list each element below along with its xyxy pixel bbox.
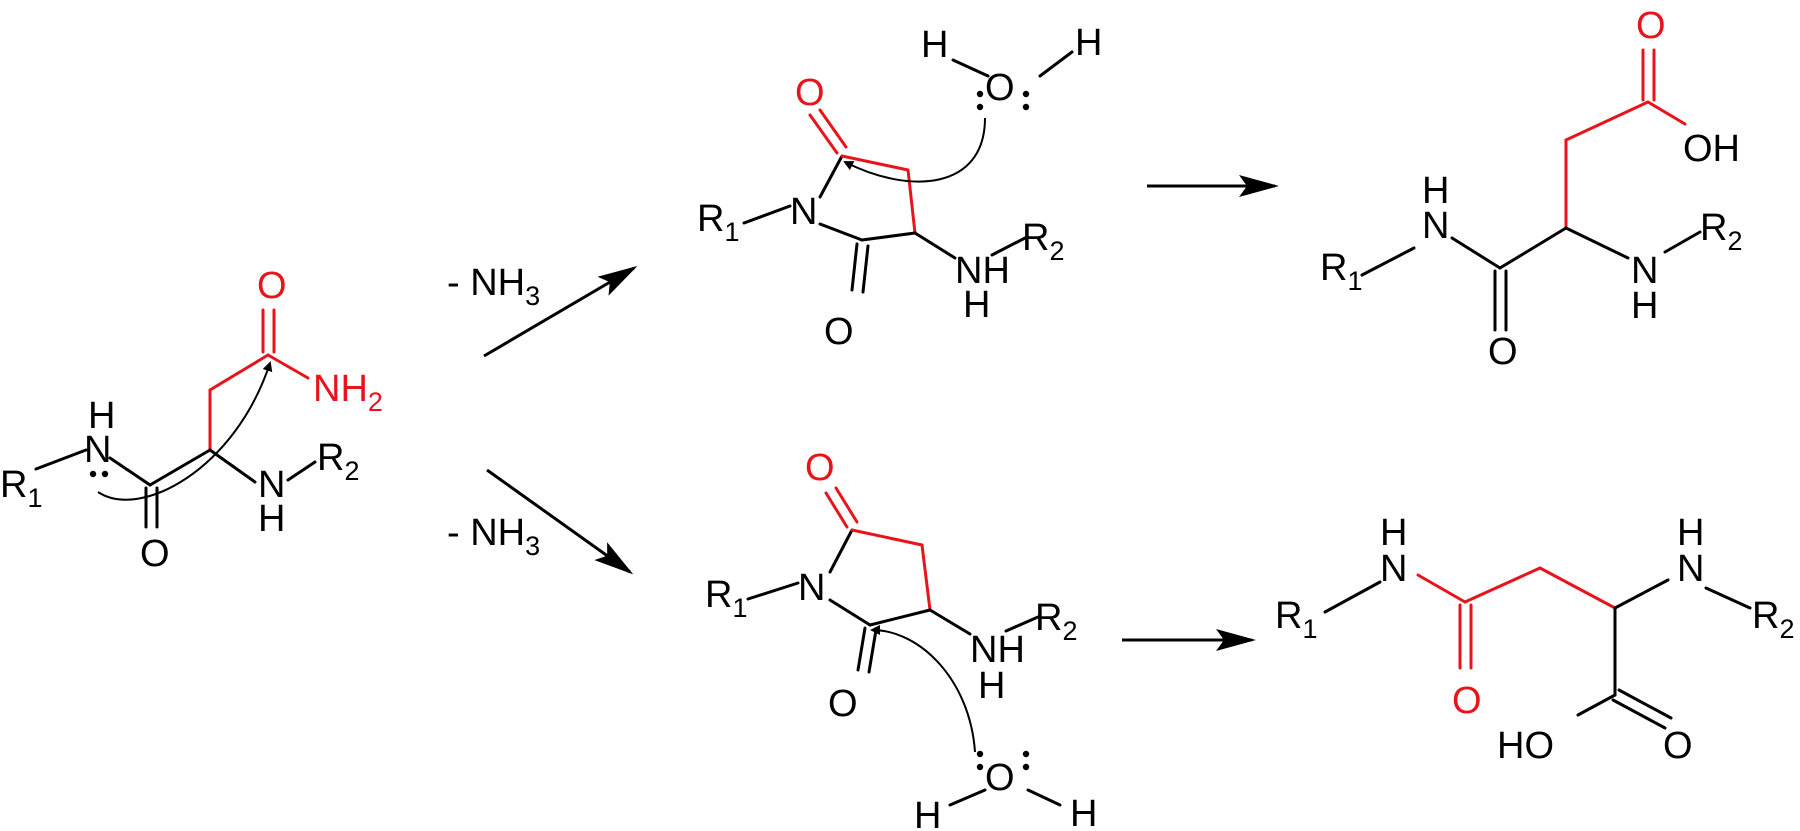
amide-n-label: N	[84, 429, 111, 471]
r1-label: R1	[705, 574, 747, 623]
sidechain-nh2-label: NH2	[313, 368, 383, 417]
acid-ho-label: HO	[1497, 725, 1554, 767]
succinimide-intermediate-bottom: R1 N O O NH H R2 O H H	[705, 447, 1097, 831]
ammonia-loss-bottom: - NH3	[447, 512, 540, 561]
water-o-label: O	[985, 67, 1015, 109]
r2-label: R2	[317, 437, 359, 486]
imide-o-top-label: O	[795, 72, 825, 114]
r2-label: R2	[1035, 597, 1077, 646]
r2-label: R2	[1752, 595, 1794, 644]
carbonyl-o-label: O	[1488, 331, 1518, 373]
r1-label: R1	[0, 464, 42, 513]
curly-arrow-hydrolysis-top	[843, 117, 986, 183]
succinimide-intermediate-top: R1 N O O NH H R2 H H O	[697, 22, 1102, 353]
imide-n-label: N	[790, 191, 817, 233]
water-h-left-label: H	[921, 24, 948, 66]
reaction-step-1: - NH3 - NH3	[447, 175, 1279, 651]
reaction-arrow-up	[483, 265, 638, 358]
water-o-label: O	[985, 757, 1015, 799]
imide-o-bottom-label: O	[824, 311, 854, 353]
alpha-h-label: H	[258, 498, 285, 540]
curly-arrow-cyclization	[97, 361, 273, 501]
imide-o-bottom-label: O	[828, 683, 858, 725]
amine-h-label: H	[978, 665, 1005, 707]
amine-n-label: NH	[955, 250, 1010, 292]
starting-material: R1 H N O O NH2 N H R2	[0, 265, 383, 575]
amine-n-label: NH	[970, 629, 1025, 671]
r1-label: R1	[1320, 247, 1362, 296]
acid-o-label: O	[1663, 725, 1693, 767]
amide-h-label: H	[88, 395, 115, 437]
amide-h-label: H	[1380, 512, 1407, 554]
water-h-right-label: H	[1070, 793, 1097, 831]
amide-n-label: N	[1380, 548, 1407, 590]
reaction-arrow-down	[486, 468, 634, 575]
imide-o-top-label: O	[805, 447, 835, 489]
imide-n-label: N	[798, 567, 825, 609]
r1-label: R1	[697, 198, 739, 247]
curly-arrow-hydrolysis-bottom	[870, 625, 976, 753]
aspartate-product: R1 H N O H N R2 HO O	[1275, 512, 1794, 767]
ammonia-loss-top: - NH3	[447, 262, 540, 311]
alpha-n-label: N	[1631, 250, 1658, 292]
amide-h-label: H	[1422, 170, 1449, 212]
sidechain-o-label: O	[257, 265, 287, 307]
water-h-left-label: H	[914, 795, 941, 831]
alpha-h-label: H	[1677, 512, 1704, 554]
amide-o-label: O	[1452, 680, 1482, 722]
alpha-h-label: H	[1631, 285, 1658, 327]
r2-label: R2	[1022, 217, 1064, 266]
isoaspartate-product: R1 H N O O OH N H R2	[1320, 5, 1742, 373]
acid-oh-label: OH	[1683, 128, 1740, 170]
acid-o-label: O	[1636, 5, 1666, 47]
carbonyl-o-label: O	[140, 533, 170, 575]
amide-n-label: N	[1422, 205, 1449, 247]
alpha-n-label: N	[1677, 548, 1704, 590]
water-h-right-label: H	[1075, 22, 1102, 64]
r2-label: R2	[1700, 207, 1742, 256]
alpha-n-label: N	[258, 464, 285, 506]
amine-h-label: H	[963, 284, 990, 326]
r1-label: R1	[1275, 595, 1317, 644]
